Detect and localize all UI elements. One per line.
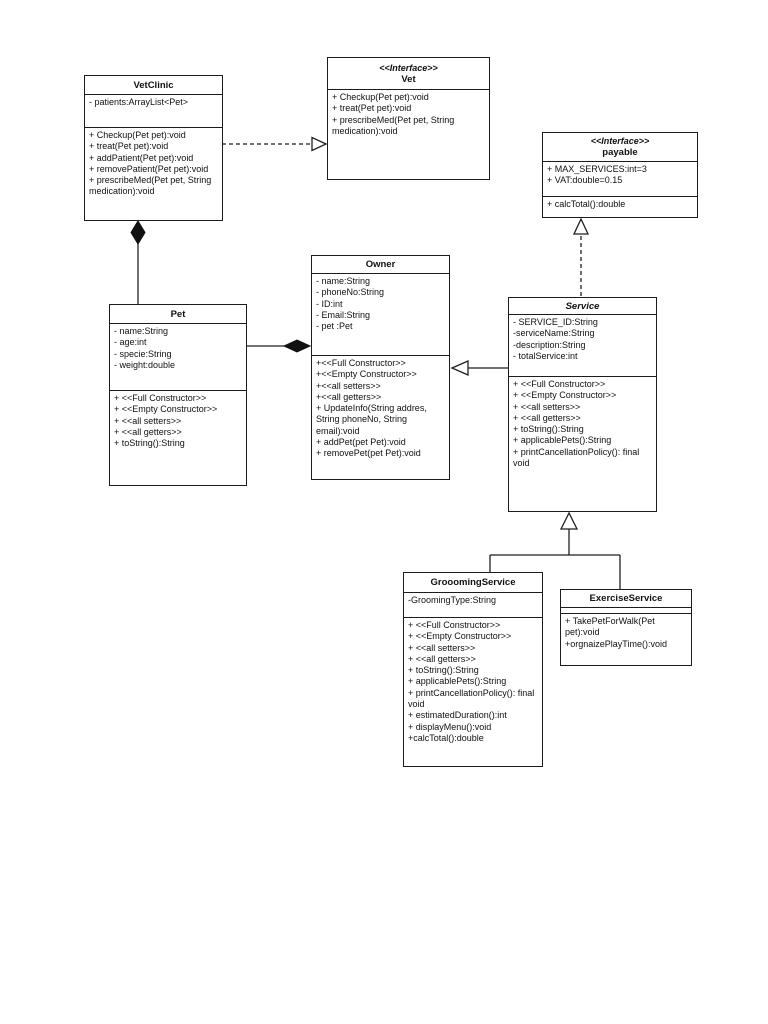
class-name: ExerciseService bbox=[589, 593, 663, 604]
hollow-arrowhead-icon bbox=[450, 360, 469, 376]
methods-compartment: + TakePetForWalk(Pet pet):void +orgnaize… bbox=[565, 616, 667, 649]
attributes-compartment: + MAX_SERVICES:int=3 + VAT:double=0.15 bbox=[543, 162, 697, 197]
class-name: Owner bbox=[365, 259, 396, 270]
filled-diamond-icon bbox=[130, 220, 146, 245]
methods-compartment: + calcTotal():double bbox=[547, 199, 626, 209]
hollow-arrowhead-icon bbox=[311, 136, 328, 152]
class-title: Service bbox=[509, 298, 656, 315]
stereotype-label: <<Interface>> bbox=[379, 62, 438, 73]
class-name: Service bbox=[565, 300, 600, 312]
methods-compartment: + <<Full Constructor>> + <<Empty Constru… bbox=[513, 379, 640, 469]
class-title: GrooomingService bbox=[404, 573, 542, 593]
methods-compartment: + <<Full Constructor>> + <<Empty Constru… bbox=[408, 620, 535, 743]
class-name: Pet bbox=[170, 308, 186, 320]
class-title: <<Interface>> Vet bbox=[328, 58, 489, 90]
generalization-children-service bbox=[489, 511, 621, 589]
class-name: Vet bbox=[401, 73, 416, 85]
stereotype-label: <<Interface>> bbox=[590, 136, 650, 146]
class-box-vet: <<Interface>> Vet + Checkup(Pet pet):voi… bbox=[327, 57, 490, 180]
class-name: VetClinic bbox=[133, 79, 174, 91]
class-title: VetClinic bbox=[85, 76, 222, 95]
methods-compartment: + <<Full Constructor>> + <<Empty Constru… bbox=[114, 393, 218, 449]
class-box-owner: Owner - name:String - phoneNo:String - I… bbox=[311, 255, 450, 480]
realization-vetclinic-vet bbox=[222, 136, 328, 152]
hollow-arrowhead-icon bbox=[572, 217, 590, 235]
attributes-compartment: - SERVICE_ID:String -serviceName:String … bbox=[509, 315, 656, 377]
class-box-vetclinic: VetClinic - patients:ArrayList<Pet> + Ch… bbox=[84, 75, 223, 221]
class-title: <<Interface>> payable bbox=[543, 133, 697, 162]
methods-compartment: + Checkup(Pet pet):void + treat(Pet pet)… bbox=[89, 130, 212, 197]
class-name: GrooomingService bbox=[430, 577, 516, 588]
attributes-compartment bbox=[561, 608, 691, 614]
attributes-compartment: -GroomingType:String bbox=[404, 593, 542, 618]
composition-owner-pet bbox=[247, 339, 312, 353]
class-box-pet: Pet - name:String - age:int - specie:Str… bbox=[109, 304, 247, 486]
attributes-compartment: - patients:ArrayList<Pet> bbox=[85, 95, 222, 128]
class-name: payable bbox=[602, 147, 638, 158]
attributes-compartment: - name:String - phoneNo:String - ID:int … bbox=[312, 274, 449, 356]
realization-service-payable bbox=[572, 217, 590, 296]
methods-compartment: + Checkup(Pet pet):void + treat(Pet pet)… bbox=[332, 92, 455, 136]
class-box-exerciseservice: ExerciseService + TakePetForWalk(Pet pet… bbox=[560, 589, 692, 666]
methods-compartment: +<<Full Constructor>> +<<Empty Construct… bbox=[316, 358, 427, 459]
association-service-owner bbox=[450, 360, 508, 376]
composition-vetclinic-pet bbox=[130, 220, 146, 304]
class-title: ExerciseService bbox=[561, 590, 691, 608]
class-title: Pet bbox=[110, 305, 246, 324]
hollow-triangle-icon bbox=[559, 511, 579, 530]
attributes-compartment: - name:String - age:int - specie:String … bbox=[110, 324, 246, 391]
filled-diamond-icon bbox=[282, 339, 312, 353]
class-box-payable: <<Interface>> payable + MAX_SERVICES:int… bbox=[542, 132, 698, 218]
class-box-grooomingservice: GrooomingService -GroomingType:String + … bbox=[403, 572, 543, 767]
class-box-service: Service - SERVICE_ID:String -serviceName… bbox=[508, 297, 657, 512]
class-title: Owner bbox=[312, 256, 449, 274]
